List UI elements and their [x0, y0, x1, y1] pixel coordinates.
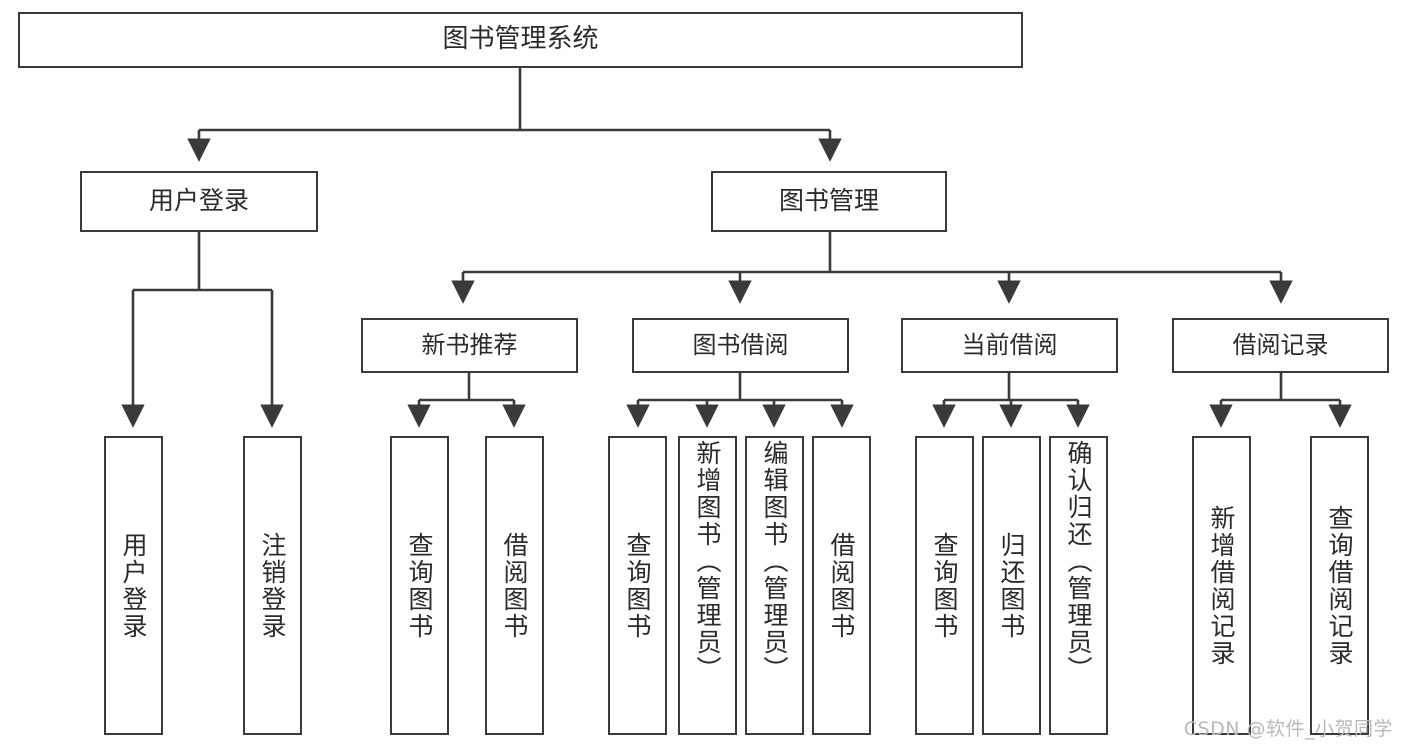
node-label: 查询图书 — [405, 531, 434, 640]
node-label: 新增借阅记录 — [1207, 504, 1236, 667]
node-book-management[interactable]: 图书管理 — [711, 171, 947, 232]
node-root-system[interactable]: 图书管理系统 — [18, 12, 1023, 68]
node-label: 确认归还（管理员） — [1064, 440, 1093, 683]
node-book-borrow[interactable]: 图书借阅 — [632, 318, 849, 373]
node-label: 注销登录 — [258, 531, 287, 640]
node-leaf-user-login[interactable]: 用户登录 — [104, 436, 163, 735]
node-label: 借阅图书 — [827, 531, 856, 640]
node-current-borrow[interactable]: 当前借阅 — [901, 318, 1118, 373]
node-leaf-user-logout[interactable]: 注销登录 — [243, 436, 302, 735]
node-leaf-query-book-1[interactable]: 查询图书 — [390, 436, 449, 735]
node-leaf-query-record[interactable]: 查询借阅记录 — [1310, 436, 1369, 735]
node-label: 图书管理 — [778, 186, 879, 216]
node-label: 用户登录 — [119, 531, 148, 640]
node-label: 借阅图书 — [500, 531, 529, 640]
node-label: 查询图书 — [623, 531, 652, 640]
node-label: 编辑图书（管理员） — [760, 440, 789, 683]
node-label: 图书管理系统 — [442, 24, 599, 55]
node-borrow-record[interactable]: 借阅记录 — [1172, 318, 1389, 373]
node-label: 归还图书 — [997, 531, 1026, 640]
node-label: 图书借阅 — [692, 330, 789, 359]
node-label: 新增图书（管理员） — [693, 440, 722, 683]
node-label: 查询借阅记录 — [1325, 504, 1354, 667]
node-leaf-query-book-3[interactable]: 查询图书 — [915, 436, 974, 735]
node-label: 新书推荐 — [421, 330, 518, 359]
watermark-text: CSDN @软件_小贺同学 — [1183, 718, 1393, 740]
node-leaf-edit-book[interactable]: 编辑图书（管理员） — [745, 436, 804, 735]
node-label: 用户登录 — [148, 186, 249, 216]
node-user-login[interactable]: 用户登录 — [80, 171, 318, 232]
node-label: 当前借阅 — [961, 330, 1058, 359]
node-leaf-confirm-return[interactable]: 确认归还（管理员） — [1049, 436, 1108, 735]
node-label: 借阅记录 — [1232, 330, 1329, 359]
node-leaf-add-record[interactable]: 新增借阅记录 — [1192, 436, 1251, 735]
node-label: 查询图书 — [930, 531, 959, 640]
node-leaf-return-book[interactable]: 归还图书 — [982, 436, 1041, 735]
node-leaf-add-book[interactable]: 新增图书（管理员） — [678, 436, 737, 735]
node-leaf-query-book-2[interactable]: 查询图书 — [608, 436, 667, 735]
node-leaf-borrow-book-1[interactable]: 借阅图书 — [485, 436, 544, 735]
node-leaf-borrow-book-2[interactable]: 借阅图书 — [812, 436, 871, 735]
node-new-book-recommend[interactable]: 新书推荐 — [361, 318, 578, 373]
